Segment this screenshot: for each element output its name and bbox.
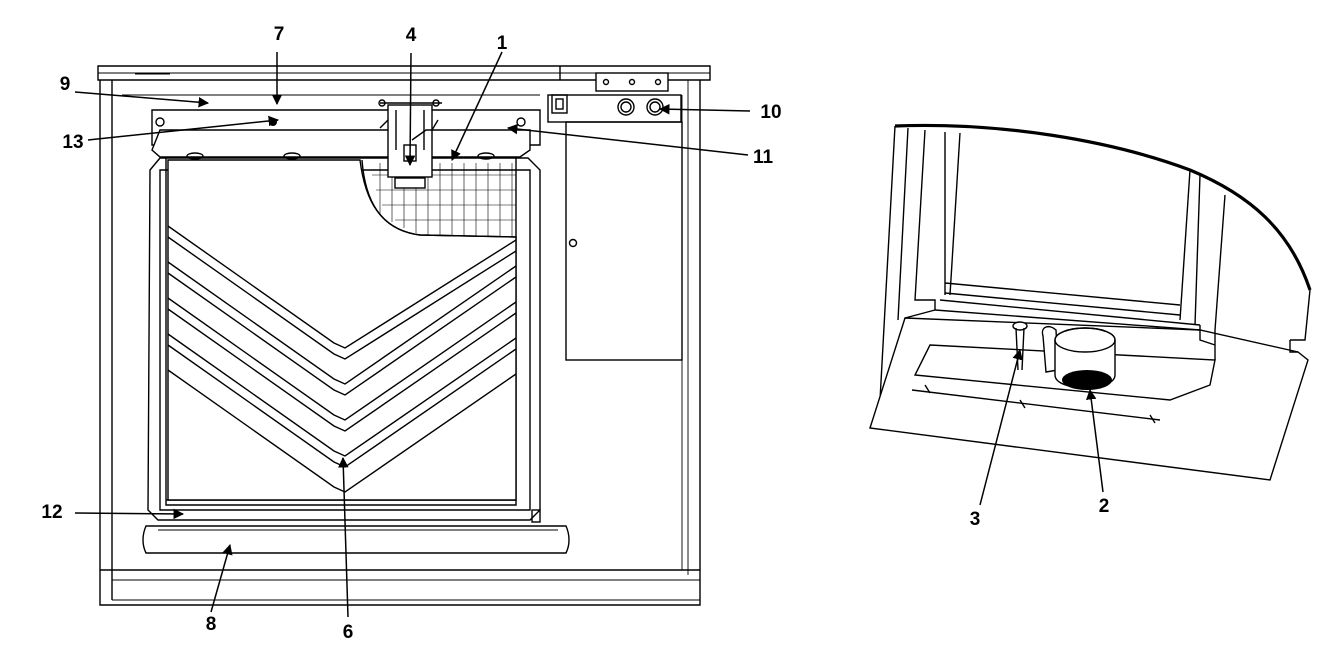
leader-13 (87, 115, 280, 141)
callout-6: 6 (343, 622, 354, 643)
leader-10 (658, 103, 751, 115)
leader-3 (979, 348, 1023, 506)
evaporator-top (151, 109, 541, 160)
callout-12: 12 (41, 502, 62, 523)
callout-4: 4 (406, 25, 417, 46)
control-box (547, 72, 682, 123)
callout-1: 1 (497, 33, 508, 54)
curtain-chevrons (167, 225, 517, 493)
water-curtain (167, 159, 517, 501)
callout-labels: 1 4 6 7 8 9 10 11 12 13 2 3 (41, 24, 1109, 643)
evaporator-grid (361, 159, 517, 238)
callout-9: 9 (60, 74, 71, 95)
leader-6 (338, 456, 349, 618)
leader-2 (1085, 388, 1104, 493)
underside-view (869, 123, 1312, 481)
callout-7: 7 (274, 24, 285, 45)
callout-10: 10 (760, 102, 781, 123)
callout-11: 11 (753, 147, 774, 168)
cabinet-body (99, 80, 701, 606)
leader-9 (74, 91, 210, 108)
water-trough (142, 525, 570, 554)
leader-lines (74, 51, 1104, 618)
side-panel (565, 121, 683, 361)
leader-4 (404, 52, 416, 167)
leader-12 (74, 508, 185, 520)
callout-13: 13 (62, 132, 83, 153)
callout-3: 3 (970, 509, 981, 530)
callout-2: 2 (1099, 496, 1110, 517)
leader-11 (506, 123, 749, 156)
front-view (97, 65, 711, 606)
callout-8: 8 (206, 614, 217, 635)
leader-8 (210, 543, 233, 613)
leader-1 (451, 51, 503, 161)
